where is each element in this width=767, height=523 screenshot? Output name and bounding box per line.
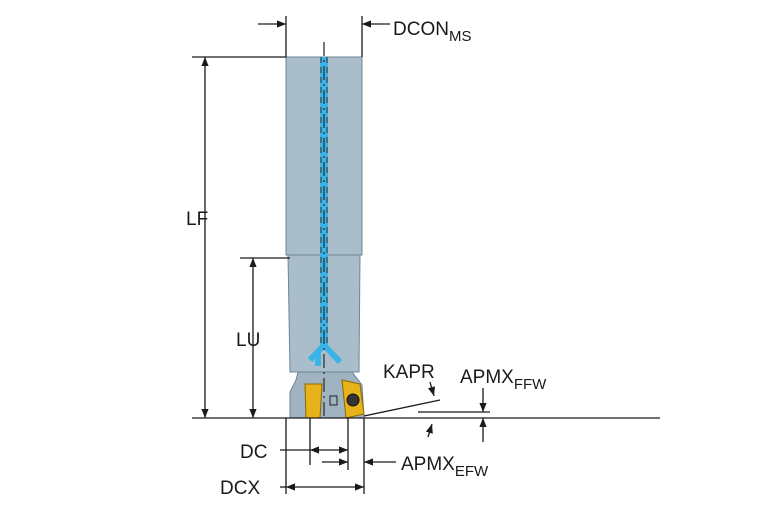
apmx-efw-label: APMXEFW [401, 454, 489, 480]
dcon-label: DCONMS [393, 19, 471, 45]
lu-label: LU [236, 330, 260, 351]
apmx-ffw-label: APMXFFW [460, 367, 547, 393]
coolant-channel [307, 42, 343, 420]
lf-label: LF [186, 209, 208, 230]
kapr-label: KAPR [383, 362, 435, 383]
dcx-label: DCX [220, 478, 260, 499]
dc-label: DC [240, 442, 267, 463]
dimension-lines [192, 16, 660, 494]
